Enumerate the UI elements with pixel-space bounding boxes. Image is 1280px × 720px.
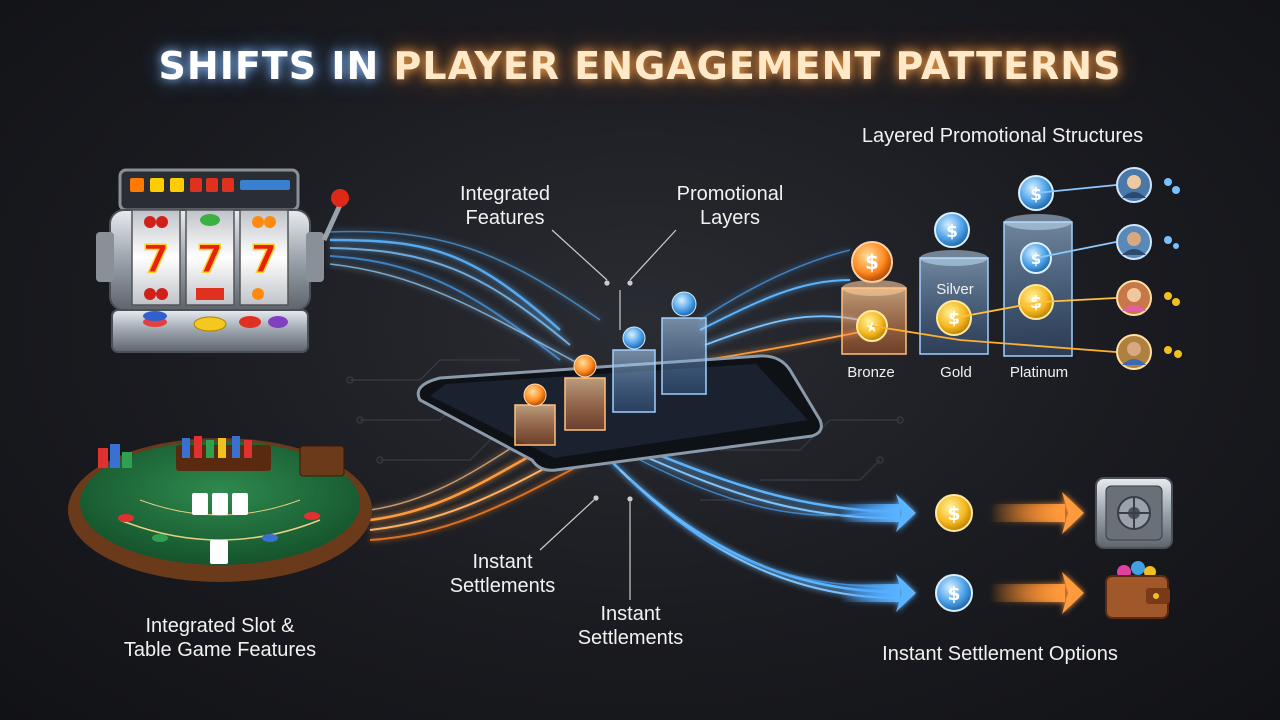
tier-label-bronze: Bronze	[847, 364, 895, 381]
title-part-2: PLAYER ENGAGEMENT PATTERNS	[393, 44, 1122, 88]
avatar-connectors	[871, 184, 1117, 353]
svg-text:★: ★	[865, 318, 878, 336]
svg-text:7: 7	[251, 237, 277, 281]
tier-label-platinum: Platinum	[1009, 364, 1069, 381]
label-instant-settlement-options: Instant Settlement Options	[882, 643, 1118, 665]
safe-icon	[1095, 477, 1173, 549]
tier-label-gold: Gold	[940, 364, 972, 381]
svg-text:$: $	[947, 503, 960, 525]
svg-text:$: $	[948, 309, 960, 329]
wallet-icon	[1105, 561, 1170, 619]
tier-label-silver: Silver	[936, 281, 974, 298]
circuit-lines	[346, 359, 904, 501]
svg-text:$: $	[865, 250, 879, 274]
label-instant-settlements-a: Instant Settlements	[430, 550, 575, 598]
svg-text:7: 7	[143, 237, 169, 281]
label-layered-structures: Layered Promotional Structures	[861, 125, 1144, 147]
label-slot-table-features: Integrated Slot & Table Game Features	[100, 614, 340, 662]
label-line: Table Game Features	[123, 639, 317, 661]
label-line: Layers	[699, 207, 761, 229]
label-instant-settlements-b: Instant Settlements	[558, 602, 703, 650]
card-table-icon	[68, 436, 372, 582]
coin-icon: $ $	[935, 494, 973, 612]
svg-text:$: $	[1030, 185, 1042, 205]
label-line: Settlements	[449, 575, 556, 597]
label-integrated-features: Integrated Features	[440, 182, 570, 230]
page-title: SHIFTS IN PLAYER ENGAGEMENT PATTERNS	[0, 44, 1280, 88]
label-line: Instant	[472, 551, 533, 573]
label-line: Integrated	[459, 183, 551, 205]
svg-text:$: $	[946, 222, 958, 242]
label-line: Settlements	[577, 627, 684, 649]
svg-text:$: $	[1031, 250, 1041, 268]
label-line: Instant	[600, 603, 661, 625]
tier-pedestals	[841, 214, 1073, 357]
svg-text:7: 7	[197, 237, 223, 281]
svg-text:$: $	[947, 583, 960, 605]
label-line: Integrated Slot &	[145, 615, 295, 637]
label-pointers	[539, 229, 677, 600]
slot-flow-lines	[329, 230, 601, 371]
label-line: Features	[465, 207, 545, 229]
label-promotional-layers: Promotional Layers	[660, 182, 800, 230]
avatar-icon	[1116, 167, 1182, 370]
settlement-arrows	[840, 492, 1084, 614]
slot-machine-icon: 7 7 7	[96, 168, 349, 353]
phone-pedestals	[514, 291, 707, 446]
title-part-1: SHIFTS IN	[158, 44, 380, 88]
label-line: Promotional	[676, 183, 784, 205]
